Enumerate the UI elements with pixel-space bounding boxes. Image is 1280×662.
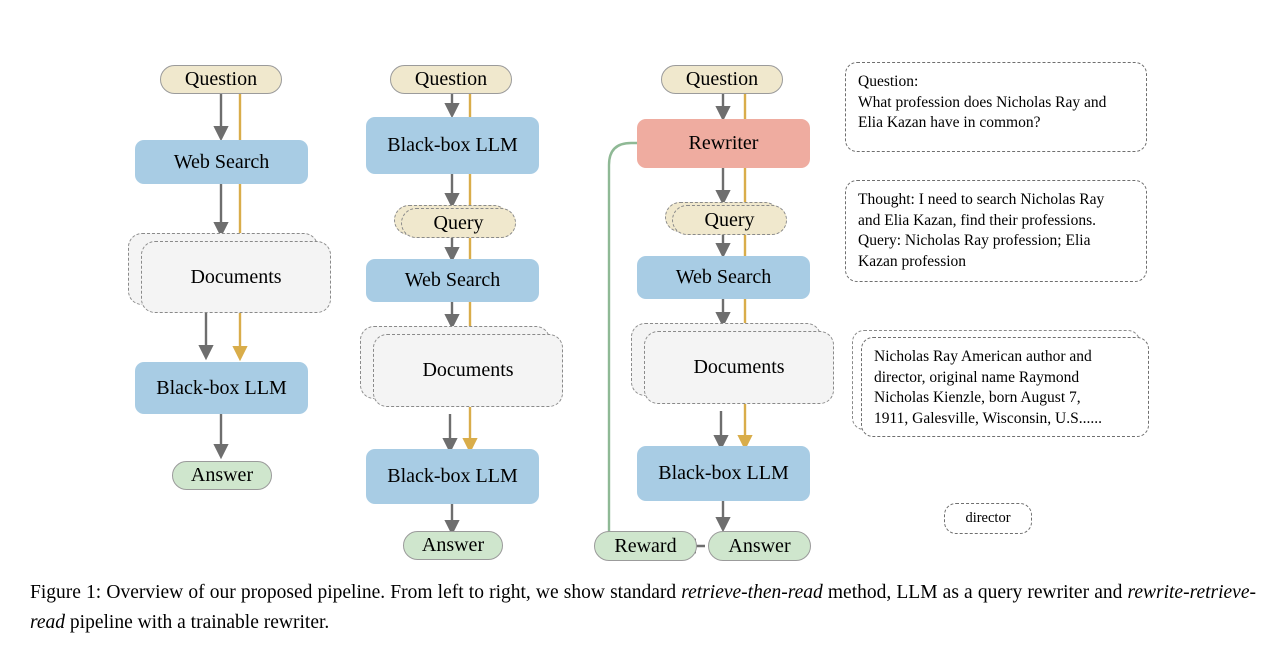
- p3-llm-node[interactable]: Black-box LLM: [637, 446, 810, 501]
- caption-text-3: pipeline with a trainable rewriter.: [65, 611, 330, 633]
- p3-query-front-layer: [672, 205, 787, 235]
- p2-question-node[interactable]: Question: [390, 65, 512, 94]
- caption-emphasis-2: rewrite-retrieve-read: [30, 582, 1256, 633]
- caption-text-1: Overview of our proposed pipeline. From …: [106, 582, 682, 603]
- p1-documents-front-layer: [141, 241, 331, 313]
- p2-query-label: Query: [433, 211, 484, 234]
- p1-web-search-node[interactable]: Web Search: [135, 140, 308, 184]
- p3-reward-node[interactable]: Reward: [594, 531, 697, 561]
- p2-documents-label: Documents: [422, 359, 514, 381]
- p2-answer-node[interactable]: Answer: [403, 531, 503, 560]
- caption-emphasis-1: retrieve-then-read: [681, 582, 823, 603]
- p3-documents-front-layer: [644, 331, 834, 404]
- caption-prefix: Figure 1:: [30, 582, 102, 603]
- example-documents-front-layer: Nicholas Ray American author and directo…: [861, 337, 1149, 437]
- p3-rewriter-node[interactable]: Rewriter: [637, 119, 810, 168]
- p3-web-search-node[interactable]: Web Search: [637, 256, 810, 299]
- p3-documents-label: Documents: [693, 356, 785, 378]
- p2-query-front-layer: [401, 208, 516, 238]
- figure-caption: Figure 1: Overview of our proposed pipel…: [30, 578, 1256, 637]
- example-thought-query-box: Thought: I need to search Nicholas Ray a…: [845, 180, 1147, 282]
- p1-documents-label: Documents: [190, 265, 282, 288]
- caption-text-2: method, LLM as a query rewriter and: [822, 582, 1128, 603]
- p2-llm-rewrite-node[interactable]: Black-box LLM: [366, 117, 539, 174]
- p1-question-node[interactable]: Question: [160, 65, 282, 94]
- p2-documents-front-layer: [373, 334, 563, 407]
- p2-llm-node[interactable]: Black-box LLM: [366, 449, 539, 504]
- p3-question-node[interactable]: Question: [661, 65, 783, 94]
- p3-answer-node[interactable]: Answer: [708, 531, 811, 561]
- p3-query-label: Query: [704, 208, 755, 231]
- p1-llm-node[interactable]: Black-box LLM: [135, 362, 308, 414]
- p1-answer-node[interactable]: Answer: [172, 461, 272, 490]
- p2-web-search-node[interactable]: Web Search: [366, 259, 539, 302]
- example-answer-box: director: [944, 503, 1032, 534]
- example-question-box: Question: What profession does Nicholas …: [845, 62, 1147, 152]
